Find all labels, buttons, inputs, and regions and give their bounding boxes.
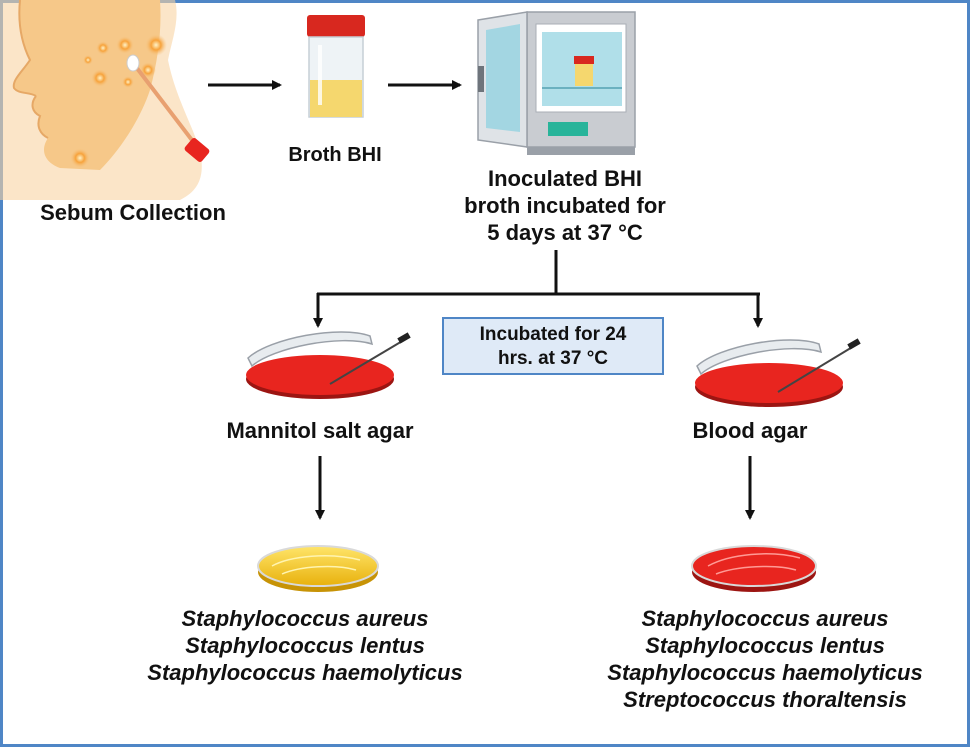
blood-agar-petri-dish-icon — [695, 338, 861, 407]
incubator-icon — [477, 11, 636, 155]
mannitol-culture-plate-icon — [257, 545, 379, 592]
mannitol-results-list: Staphylococcus aureus Staphylococcus len… — [100, 605, 510, 686]
mannitol-salt-agar-label: Mannitol salt agar — [226, 418, 414, 443]
result-item: Staphylococcus lentus — [185, 633, 425, 658]
result-item: Staphylococcus lentus — [645, 633, 885, 658]
result-item: Staphylococcus aureus — [641, 606, 889, 631]
result-item: Staphylococcus aureus — [181, 606, 429, 631]
branch-connector — [313, 250, 763, 328]
incubated-broth-line-3: 5 days at 37 °C — [487, 220, 643, 245]
incubation-time-box: Incubated for 24 hrs. at 37 °C — [442, 317, 664, 375]
incubated-broth-label: Inoculated BHI broth incubated for 5 day… — [440, 165, 690, 246]
swab-icon — [126, 54, 210, 162]
blood-agar-results-list: Staphylococcus aureus Staphylococcus len… — [570, 605, 960, 713]
incubation-line-1: Incubated for 24 — [479, 324, 627, 345]
face-illustration — [0, 0, 202, 200]
result-item: Staphylococcus haemolyticus — [607, 660, 923, 685]
incubation-line-2: hrs. at 37 °C — [497, 348, 609, 369]
incubated-broth-line-1: Inoculated BHI — [487, 166, 642, 191]
sebum-collection-label: Sebum Collection — [40, 200, 226, 225]
result-item: Staphylococcus haemolyticus — [147, 660, 463, 685]
result-item: Streptococcus thoraltensis — [623, 687, 907, 712]
broth-tube-icon — [307, 15, 365, 118]
blood-agar-label: Blood agar — [692, 418, 808, 443]
mannitol-petri-dish-icon — [246, 331, 411, 399]
broth-bhi-label: Broth BHI — [288, 144, 382, 166]
incubated-broth-line-2: broth incubated for — [464, 193, 666, 218]
blood-agar-culture-plate-icon — [691, 545, 817, 592]
